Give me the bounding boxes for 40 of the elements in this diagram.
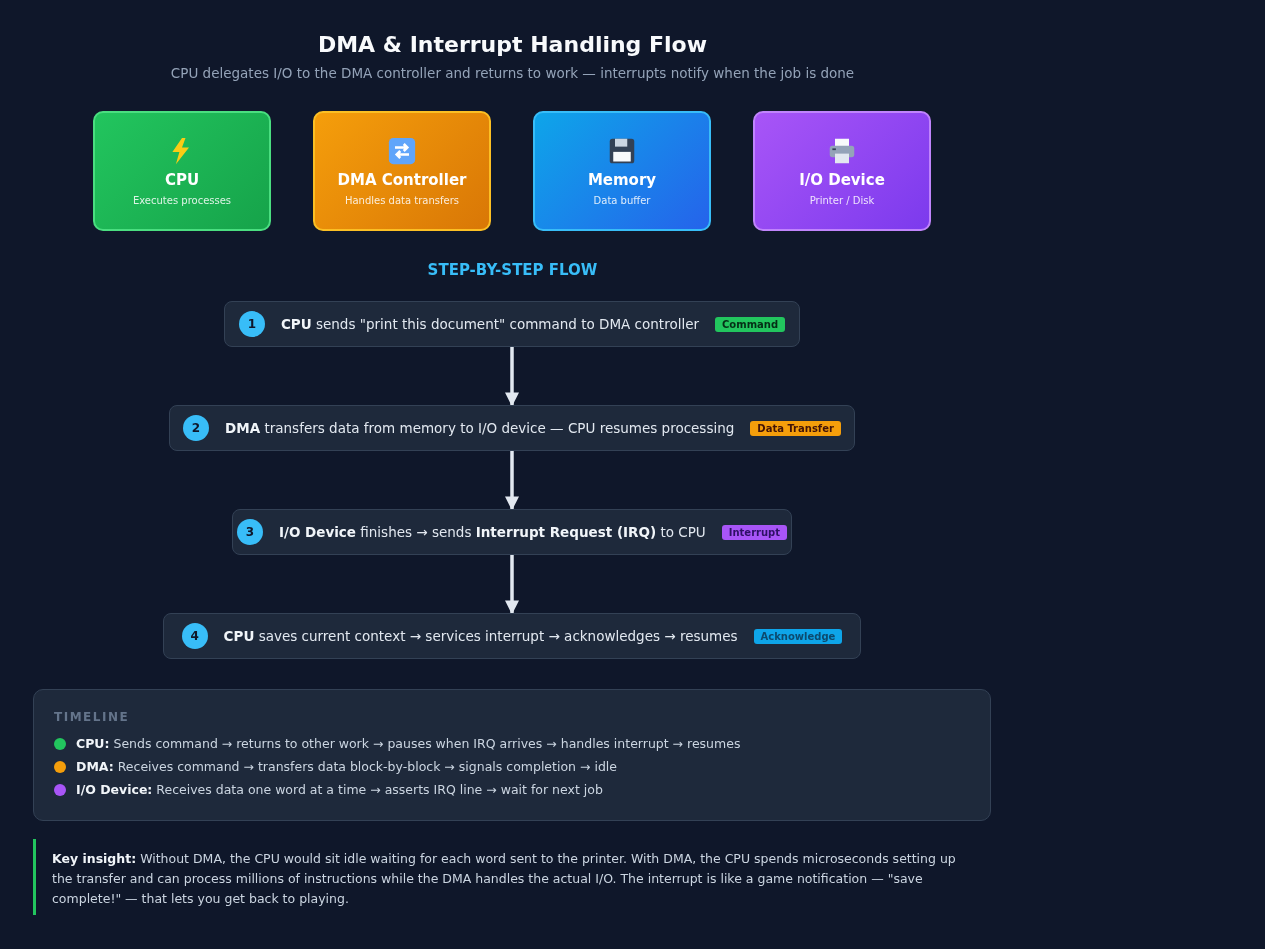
card-subtitle: Executes processes bbox=[132, 194, 232, 206]
step-box bbox=[163, 613, 861, 659]
step-number: 1 bbox=[238, 311, 265, 337]
card-title: I/O Device bbox=[799, 170, 885, 189]
card-title: Memory bbox=[587, 170, 657, 189]
step-text: CPU saves current context → services interrupt → acknowledges → resumes bbox=[223, 628, 738, 644]
tag: Interrupt bbox=[721, 524, 788, 540]
card-title: DMA Controller bbox=[337, 170, 467, 189]
timeline-entry: DMA: Receives command → transfers data block-by-block → signals completion → idle bbox=[76, 759, 617, 774]
card-subtitle: Handles data transfers bbox=[344, 194, 460, 206]
step-text: CPU sends "print this document" command to DMA controller bbox=[280, 316, 699, 332]
title: DMA & Interrupt Handling Flow bbox=[316, 32, 709, 57]
tag: Data Transfer bbox=[750, 420, 841, 436]
step-text: DMA transfers data from memory to I/O device — CPU resumes processing bbox=[225, 420, 735, 436]
step-box bbox=[232, 509, 792, 555]
step-box bbox=[169, 405, 855, 451]
timeline-panel bbox=[33, 689, 991, 821]
section-heading: STEP-BY-STEP FLOW bbox=[426, 261, 599, 279]
tag: Command bbox=[715, 316, 786, 332]
card-title: CPU bbox=[164, 170, 200, 189]
step-number: 2 bbox=[183, 415, 210, 441]
arrow bbox=[505, 347, 519, 407]
step-number: 3 bbox=[236, 519, 263, 545]
panel-heading: TIMELINE bbox=[54, 710, 131, 724]
arrow bbox=[505, 555, 519, 615]
component-card bbox=[93, 111, 271, 231]
component-card bbox=[533, 111, 711, 231]
step-number: 4 bbox=[181, 623, 208, 649]
insight-note: Key insight: Without DMA, the CPU would sit idle waiting for each word sent to the printer. With DMA, the CPU spends microseconds setting up the transfer and can process millions of instructions while the DMA handles the actual I/O. The interrupt is like a game notification — "save complete!" — that lets you get back to playing. bbox=[33, 839, 983, 915]
component-card bbox=[753, 111, 931, 231]
arrow bbox=[505, 451, 519, 511]
card-subtitle: Printer / Disk bbox=[809, 194, 875, 206]
timeline-entry: CPU: Sends command → returns to other work → pauses when IRQ arrives → handles interrupt → resumes bbox=[76, 736, 741, 751]
step-box bbox=[224, 301, 800, 347]
timeline-entry: I/O Device: Receives data one word at a time → asserts IRQ line → wait for next job bbox=[76, 782, 603, 797]
component-card bbox=[313, 111, 491, 231]
step-text: I/O Device finishes → sends Interrupt Request (IRQ) to CPU bbox=[278, 524, 706, 540]
tag: Acknowledge bbox=[753, 628, 843, 644]
subtitle: CPU delegates I/O to the DMA controller and returns to work — interrupts notify when the job is done bbox=[169, 65, 856, 81]
card-subtitle: Data buffer bbox=[593, 194, 651, 206]
